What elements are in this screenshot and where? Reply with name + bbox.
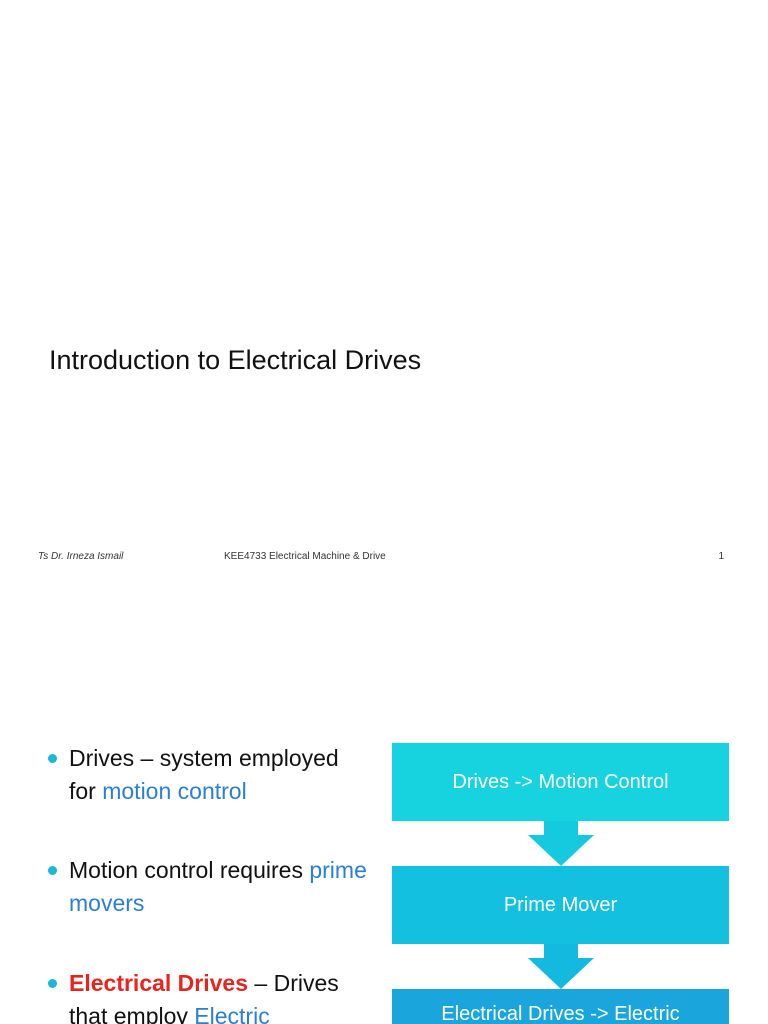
flow-box-electrical-drives: Electrical Drives -> Electric [392, 989, 729, 1024]
footer-page-number: 1 [718, 551, 724, 562]
bullet-dot-icon [48, 866, 57, 875]
flow-box-motion-control: Drives -> Motion Control [392, 743, 729, 821]
bullet-item-motion-control: Motion control requires prime movers [48, 854, 368, 920]
flow-box-label: Drives -> Motion Control [452, 770, 669, 793]
arrow-down-icon [528, 821, 594, 866]
bullet-lead-text: – Drives that employ [69, 970, 339, 1024]
bullet-highlight-text: Electric [194, 1003, 270, 1024]
bullet-dot-icon [48, 754, 57, 763]
bullet-lead-text: Motion control requires [69, 857, 310, 883]
bullet-text: Electrical Drives – Drives that employ E… [48, 967, 368, 1024]
bullet-lead-text: Drives – system employed for [69, 745, 339, 804]
footer-author: Ts Dr. Irneza Ismail [38, 551, 124, 562]
slide-content: Drives – system employed for motion cont… [0, 702, 768, 1024]
slide-title-text: Introduction to Electrical Drives [49, 345, 422, 375]
bullet-emphasis-text: Electrical Drives [69, 970, 249, 996]
slide-title: Introduction to Electrical Drives Ts Dr.… [38, 345, 724, 562]
bullet-item-electrical-drives: Electrical Drives – Drives that employ E… [48, 967, 368, 1024]
bullet-dot-icon [48, 979, 57, 988]
bullet-highlight-text: prime movers [69, 857, 367, 916]
arrow-down-icon [528, 944, 594, 989]
bullet-highlight-text: motion control [102, 778, 247, 804]
flow-box-label: Prime Mover [503, 893, 618, 916]
flow-box-label: Electrical Drives -> Electric [441, 1003, 680, 1024]
footer-course: KEE4733 Electrical Machine & Drive [224, 551, 386, 562]
bullet-item-drives: Drives – system employed for motion cont… [48, 742, 368, 808]
bullet-text: Drives – system employed for motion cont… [48, 742, 368, 808]
flow-box-prime-mover: Prime Mover [392, 866, 729, 944]
bullet-text: Motion control requires prime movers [48, 854, 368, 920]
